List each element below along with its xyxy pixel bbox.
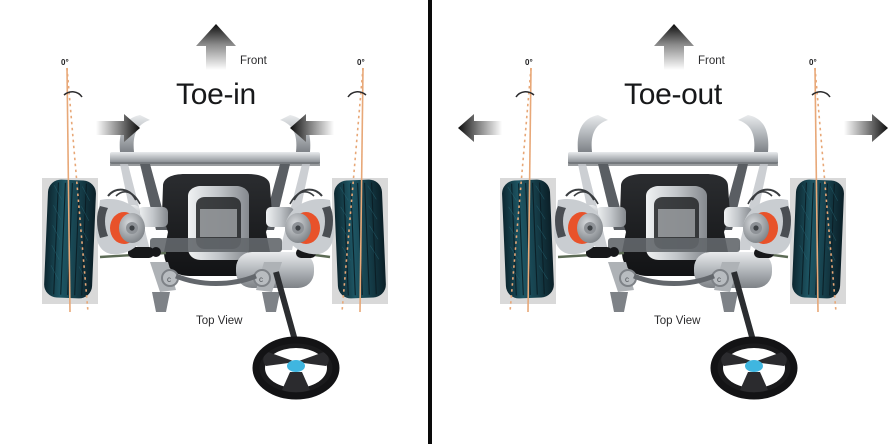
strut-arm-right [738,115,769,152]
control-arm-right: c [711,262,740,312]
reference-line-left [66,67,71,313]
steering-wheel [710,336,798,400]
toe-arrow-left [458,114,502,142]
steering-column [273,271,299,345]
toe-line-right [814,67,837,313]
angle-label-right: 0° [357,58,365,67]
top-view-label: Top View [654,315,701,327]
front-arrow [654,24,694,70]
angle-arc-right [811,91,831,98]
toe-arrow-left [96,114,140,142]
brake-assembly-left [554,198,603,255]
toe-indicator-left [63,67,89,313]
steering-wheel-hub [287,360,305,372]
front-arrow [196,24,236,70]
panel-toe-in: c c [0,0,430,444]
tie-rod-left [557,247,625,259]
toe-out-illustration: c c [458,24,888,400]
front-label: Front [698,55,725,67]
panel-divider [428,0,432,444]
svg-text:c: c [625,275,629,284]
toe-line-left [509,67,532,313]
tire-left [502,179,554,299]
toe-line-right [341,67,364,313]
drive-shaft-left [138,207,168,227]
steering-rack [608,238,740,252]
angle-arc-right [347,91,367,98]
svg-text:c: c [259,275,263,284]
angle-arc-left [63,91,83,98]
control-arm-left: c [150,262,179,312]
toe-in-illustration: c c [42,24,388,400]
svg-text:c: c [167,275,171,284]
crossbar [568,152,778,164]
tire-right [334,179,386,299]
toe-line-left [66,67,89,313]
toe-indicator-right [341,67,367,313]
angle-label-left: 0° [525,58,533,67]
reference-line-right [359,67,364,313]
angle-label-left: 0° [61,58,69,67]
control-arm-left: c [608,262,637,312]
reference-line-right [814,67,819,313]
steering-wheel [252,336,340,400]
angle-arc-left [515,91,535,98]
front-label: Front [240,55,267,67]
steering-column [731,271,757,345]
brake-assembly-right [285,198,334,255]
panel-title: Toe-out [624,78,722,111]
toe-indicator-right [811,67,837,313]
angle-label-right: 0° [809,58,817,67]
tie-rod-left [99,247,167,259]
toe-arrow-right [844,114,888,142]
drive-shaft-left [596,207,626,227]
toe-arrow-right [290,114,334,142]
steering-wheel-hub [745,360,763,372]
top-view-label: Top View [196,315,243,327]
toe-indicator-left [509,67,535,313]
control-arm-right: c [253,262,282,312]
panel-toe-out: c c [458,0,888,444]
strut-arm-left [577,115,608,152]
reference-line-left [527,67,532,313]
brake-assembly-left [96,198,145,255]
svg-text:c: c [717,275,721,284]
steering-rack [150,238,282,252]
brake-assembly-right [743,198,792,255]
tire-left [44,179,96,299]
panel-title: Toe-in [176,78,256,111]
crossbar [110,152,320,164]
